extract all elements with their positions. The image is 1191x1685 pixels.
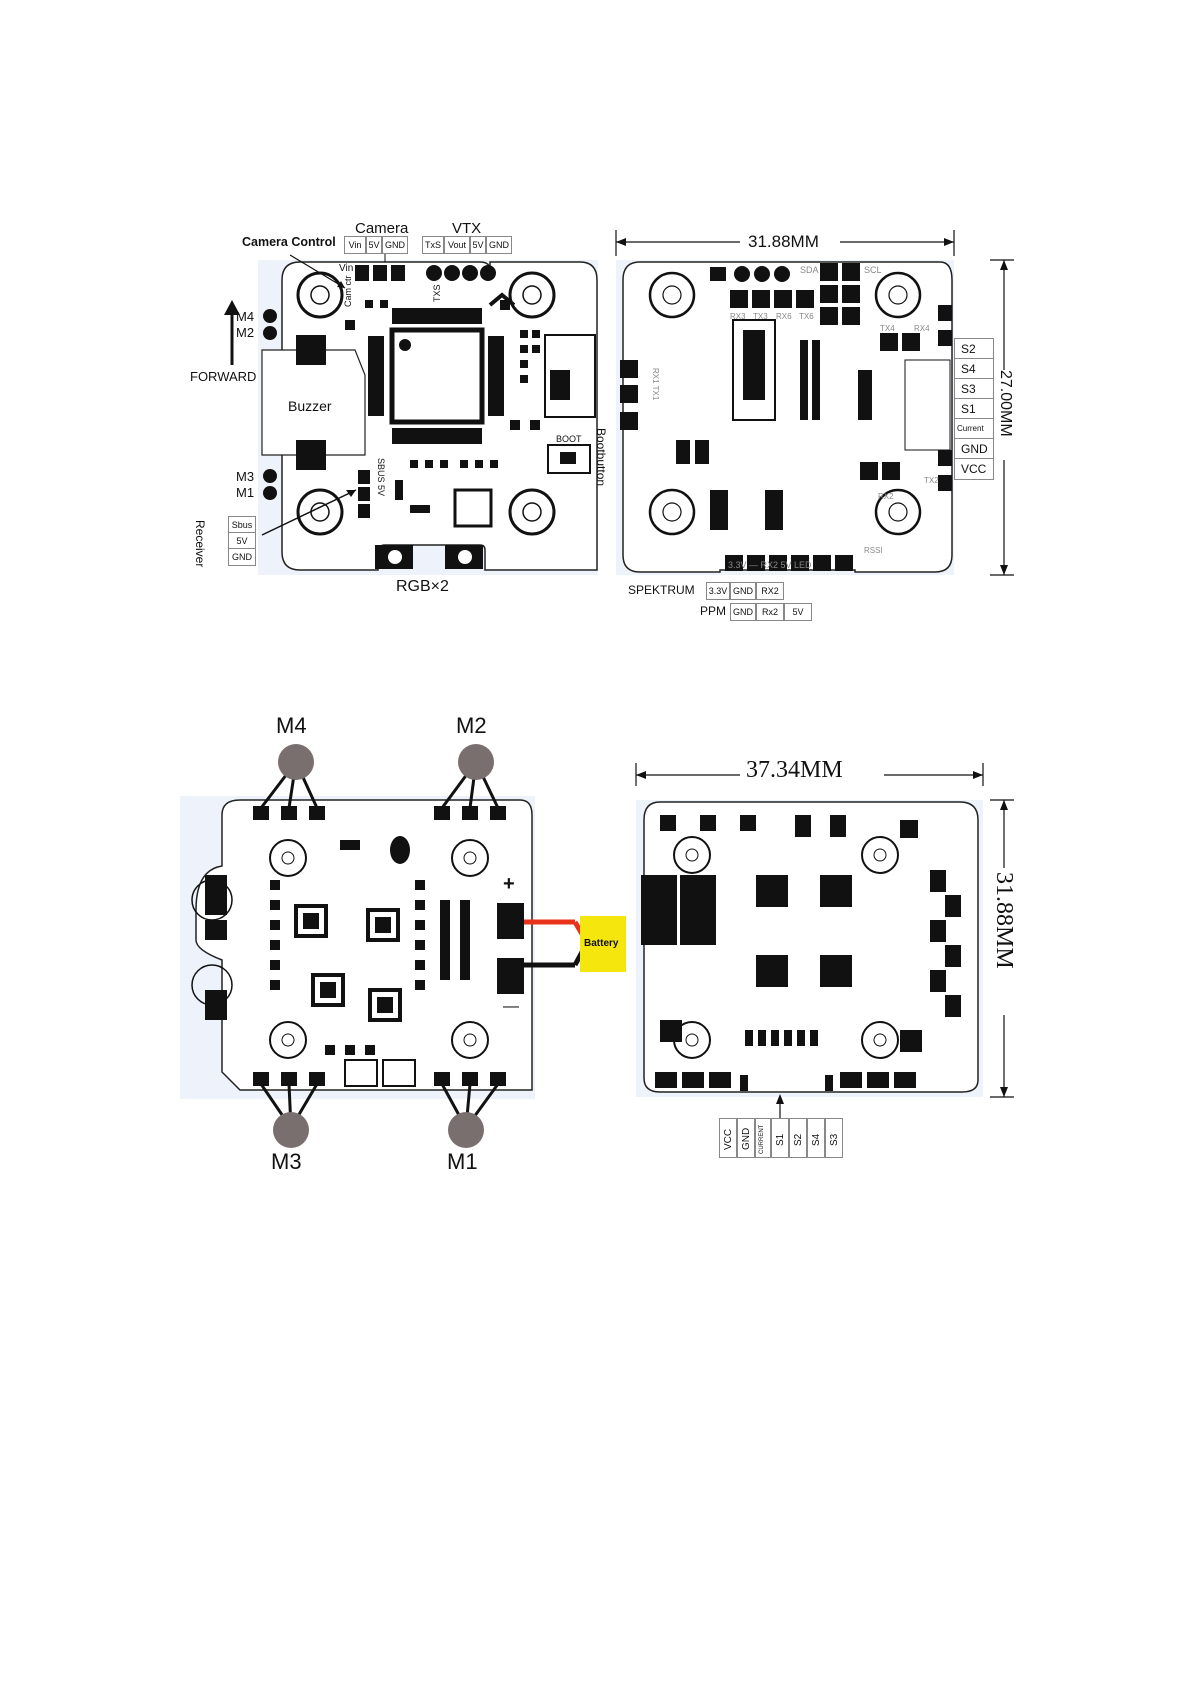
fc-side-pin-s4: S4: [954, 358, 994, 380]
fc-side-pin-s2: S2: [954, 338, 994, 360]
fc-width-dimension-line: [615, 230, 955, 256]
silk-vin: Vin: [339, 263, 354, 274]
silk-txs: TXS: [432, 284, 442, 302]
vtx-label: VTX: [452, 220, 482, 237]
rgb-label: RGB×2: [396, 578, 449, 595]
forward-arrow-icon: [224, 300, 240, 365]
vtx-pin-5v: 5V: [470, 236, 486, 254]
camera-pin-gnd: GND: [382, 236, 408, 254]
fc-side-pin-s1: S1: [954, 398, 994, 420]
spektrum-pin-3v3: 3.3V: [706, 582, 730, 600]
silk-rssi: RSSI: [864, 546, 883, 555]
ppm-pin-rx2: Rx2: [756, 603, 784, 621]
receiver-leader-line: [261, 489, 357, 536]
esc-width-dimension: 37.34MM: [746, 757, 843, 783]
esc-pin-s3: S3: [829, 1133, 840, 1146]
silk-bottom-row: 3.3V — RX2 5V LED: [728, 560, 812, 570]
fc-height-dimension: 27.00MM: [997, 370, 1014, 437]
silk-tx2: TX2: [924, 476, 939, 485]
spektrum-pin-rx2: RX2: [756, 582, 784, 600]
silk-sda: SDA: [800, 265, 819, 275]
battery-label: Battery: [584, 938, 619, 949]
fc-bottom-board: [616, 260, 954, 575]
boot-button-label: Bootbutton: [594, 428, 608, 487]
silk-rx3: RX3: [730, 312, 746, 321]
ppm-pin-5v: 5V: [784, 603, 812, 621]
fc-side-pin-current: Current: [954, 418, 994, 440]
motor-m3-pad-icon: [273, 1112, 309, 1148]
ppm-label: PPM: [700, 604, 727, 618]
motor-m1-pad-icon: [448, 1112, 484, 1148]
esc-height-dimension: 31.88MM: [991, 872, 1017, 969]
esc-pin-gnd: GND: [741, 1127, 752, 1150]
fc-side-pin-vcc: VCC: [954, 458, 994, 480]
esc-pin-s4: S4: [811, 1133, 822, 1146]
receiver-label: Receiver: [193, 520, 207, 568]
fc-side-pin-s3: S3: [954, 378, 994, 400]
vtx-pin-vout: Vout: [444, 236, 470, 254]
battery-minus-label: —: [503, 998, 519, 1015]
esc-pin-vcc: VCC: [723, 1128, 734, 1150]
vtx-pin-txs: TxS: [422, 236, 444, 254]
boot-label: BOOT: [556, 434, 582, 444]
silk-tx3: TX3: [753, 312, 768, 321]
fc-width-dimension: 31.88MM: [748, 232, 819, 251]
esc-height-dimension-line: [990, 799, 1014, 1098]
camera-pin-5v: 5V: [366, 236, 382, 254]
fc-height-dimension-line: [990, 259, 1014, 576]
spektrum-label: SPEKTRUM: [628, 583, 695, 597]
silk-rx6: RX6: [776, 312, 792, 321]
receiver-pin-gnd: GND: [228, 548, 256, 566]
esc-bottom-board: [636, 800, 983, 1097]
fc-m2-label: M2: [236, 325, 255, 340]
ppm-pin-gnd: GND: [730, 603, 756, 621]
silk-rx1-tx1: RX1 TX1: [651, 368, 660, 401]
esc-width-dimension-line: [635, 763, 984, 786]
fc-m3-label: M3: [236, 469, 255, 484]
silk-tx4: TX4: [880, 324, 895, 333]
esc-m4-label: M4: [276, 713, 307, 738]
silk-rx2: RX2: [878, 492, 894, 501]
battery-connector: [580, 916, 626, 972]
spektrum-pin-gnd: GND: [730, 582, 756, 600]
motor-m4-pad-icon: [278, 744, 314, 780]
camera-control-label: Camera Control: [242, 235, 336, 249]
buzzer-label: Buzzer: [288, 398, 332, 414]
esc-pin-s2: S2: [793, 1133, 804, 1146]
esc-pin-strip: VCC GND CURRENT S1 S2 S4 S3: [719, 1118, 843, 1158]
camera-control-leader-line: [289, 254, 346, 289]
motor-m2-pad-icon: [458, 744, 494, 780]
silk-rx4: RX4: [914, 324, 930, 333]
camera-pin-vin: Vin: [344, 236, 366, 254]
silk-scl: SCL: [864, 265, 882, 275]
fc-m4-label: M4: [236, 309, 255, 324]
camera-label: Camera: [355, 220, 409, 237]
esc-pin-s1: S1: [775, 1133, 786, 1146]
fc-m1-label: M1: [236, 485, 255, 500]
silk-sbus-5v: SBUS 5V: [376, 458, 386, 497]
battery-plus-label: +: [503, 873, 515, 895]
forward-label: FORWARD: [190, 369, 257, 384]
esc-pin-current: CURRENT: [759, 1124, 765, 1154]
silk-cam-ctr: Cam ctr: [343, 275, 353, 308]
fc-side-pin-gnd: GND: [954, 438, 994, 460]
esc-top-board: [180, 796, 535, 1099]
vtx-pin-gnd: GND: [486, 236, 512, 254]
esc-m1-label: M1: [447, 1149, 478, 1174]
esc-m2-label: M2: [456, 713, 487, 738]
esc-m3-label: M3: [271, 1149, 302, 1174]
fc-top-board: [258, 260, 598, 575]
silk-tx6: TX6: [799, 312, 814, 321]
